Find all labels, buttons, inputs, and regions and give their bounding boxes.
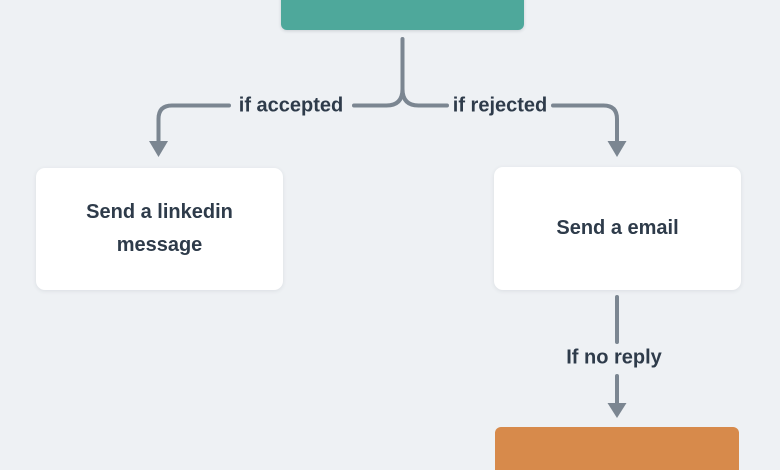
node-send-email: Send a email [494,167,741,290]
arrowhead-linkedin [149,141,168,157]
edge-label-if-no-reply: If no reply [563,346,665,370]
edge-rejected-to-email [551,103,619,143]
edge-start-fork-right [400,87,449,108]
edge-accepted-to-linkedin [156,103,231,143]
edge-label-if-rejected: if rejected [449,94,551,118]
edge-label-if-accepted: if accepted [235,94,347,118]
node-followup-action [495,427,739,470]
arrowhead-followup [607,403,627,418]
edge-start-fork-left [352,37,405,108]
node-linkedin-message: Send a linkedin message [36,168,283,290]
node-start-action [281,0,524,30]
arrowhead-email [607,141,627,157]
node-send-email-label: Send a email [556,217,679,239]
node-linkedin-message-label: Send a linkedin message [86,201,233,256]
